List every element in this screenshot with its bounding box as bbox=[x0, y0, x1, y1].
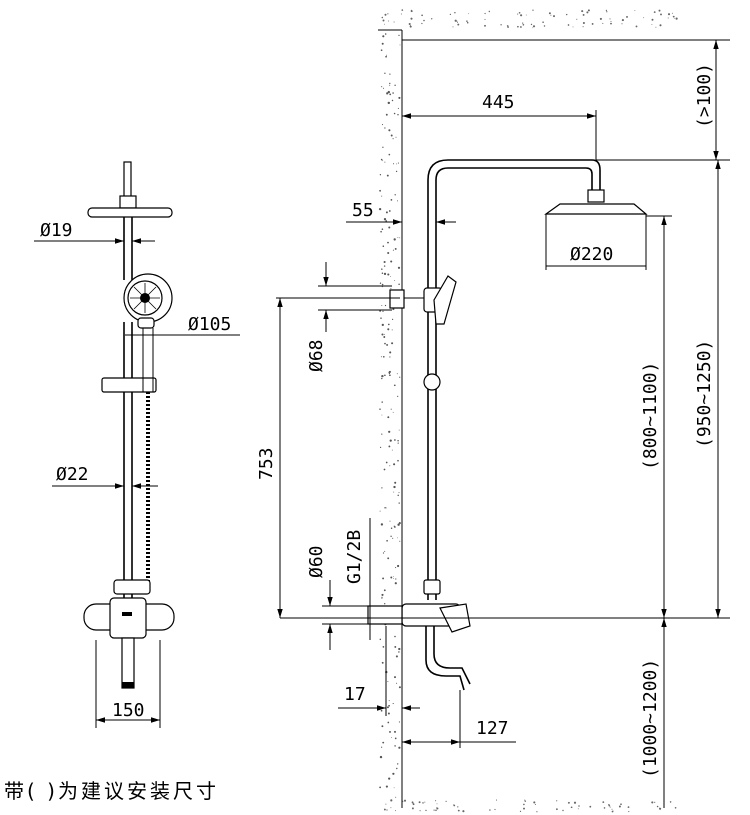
shower-head-diameter-label: Ø220 bbox=[570, 244, 613, 265]
side-view bbox=[367, 159, 648, 691]
bar-diameter-label: Ø22 bbox=[56, 464, 89, 485]
mixer-width-label: 150 bbox=[112, 700, 145, 721]
pipe-diameter-label: Ø19 bbox=[40, 220, 73, 241]
front-view-dimensions: Ø19 Ø105 Ø22 150 bbox=[34, 220, 240, 728]
thread-label: G1/2B bbox=[344, 530, 365, 584]
wall-texture bbox=[378, 9, 678, 813]
side-view-dimensions: 445 55 Ø220 (>100) (950~1250) (800~1100)… bbox=[256, 39, 730, 808]
mixer-height-label: (1000~1200) bbox=[640, 659, 661, 778]
top-clearance-label: (>100) bbox=[694, 63, 715, 128]
holder-diameter-label: Ø68 bbox=[306, 339, 327, 372]
wall-offset-label: 55 bbox=[352, 200, 374, 221]
hand-shower-diameter-label: Ø105 bbox=[188, 314, 231, 335]
wall bbox=[378, 8, 678, 813]
bar-length-label: 753 bbox=[256, 447, 277, 480]
front-view bbox=[83, 161, 175, 689]
top-height-label: (950~1250) bbox=[694, 340, 715, 448]
base-diameter-label: Ø60 bbox=[306, 545, 327, 578]
mixer-offset-label: 17 bbox=[344, 684, 366, 705]
installation-note: 带( )为建议安装尺寸 bbox=[4, 779, 219, 803]
arm-reach-label: 445 bbox=[482, 92, 515, 113]
head-height-label: (800~1100) bbox=[640, 362, 661, 470]
spout-reach-label: 127 bbox=[476, 718, 509, 739]
